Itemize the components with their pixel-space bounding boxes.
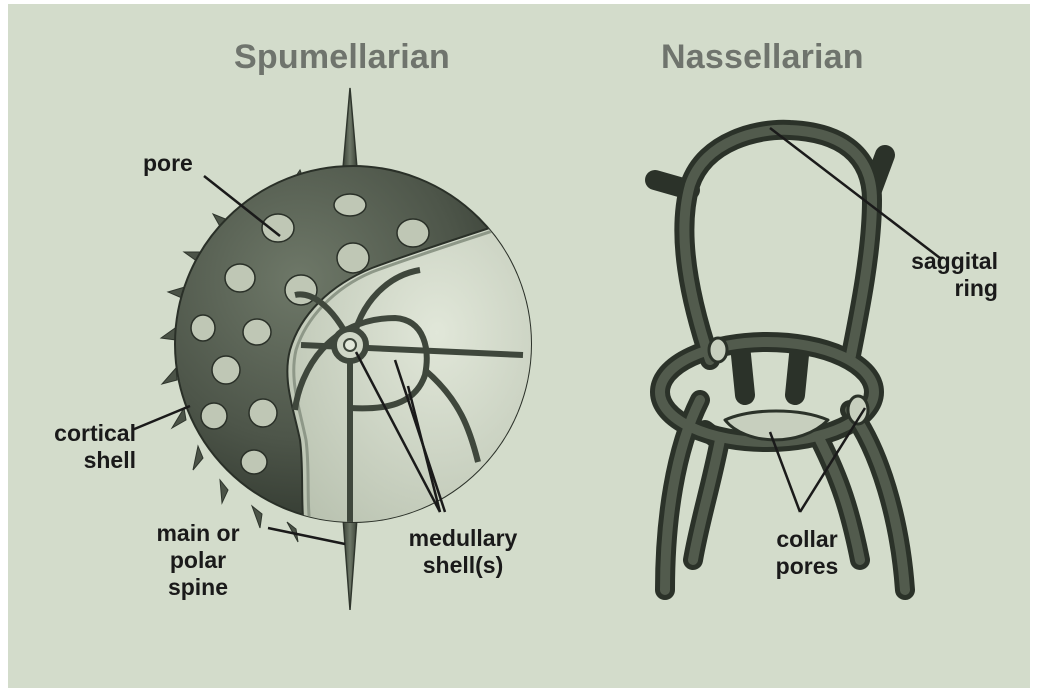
nassellarian-title: Nassellarian [661,38,864,77]
label-saggital-ring: saggital ring [900,248,998,302]
label-main-spine-line3: spine [134,574,262,601]
label-main-spine: main or polar spine [134,520,262,601]
label-cortical-shell-line1: cortical [40,420,136,447]
label-collar-line2: pores [752,553,862,580]
label-saggital-line2: ring [900,275,998,302]
label-saggital-line1: saggital [900,248,998,275]
label-pore: pore [143,150,193,177]
label-medullary-line2: shell(s) [388,552,538,579]
label-cortical-shell: cortical shell [40,420,136,474]
label-main-spine-line2: polar [134,547,262,574]
label-collar-line1: collar [752,526,862,553]
label-medullary-shells: medullary shell(s) [388,525,538,579]
polar-spine-top [343,88,357,168]
nassellarian-figure [655,130,905,590]
spumellarian-title: Spumellarian [234,38,450,77]
polar-spine-bottom [343,518,357,610]
label-cortical-shell-line2: shell [40,447,136,474]
label-collar-pores: collar pores [752,526,862,580]
label-medullary-line1: medullary [388,525,538,552]
label-main-spine-line1: main or [134,520,262,547]
